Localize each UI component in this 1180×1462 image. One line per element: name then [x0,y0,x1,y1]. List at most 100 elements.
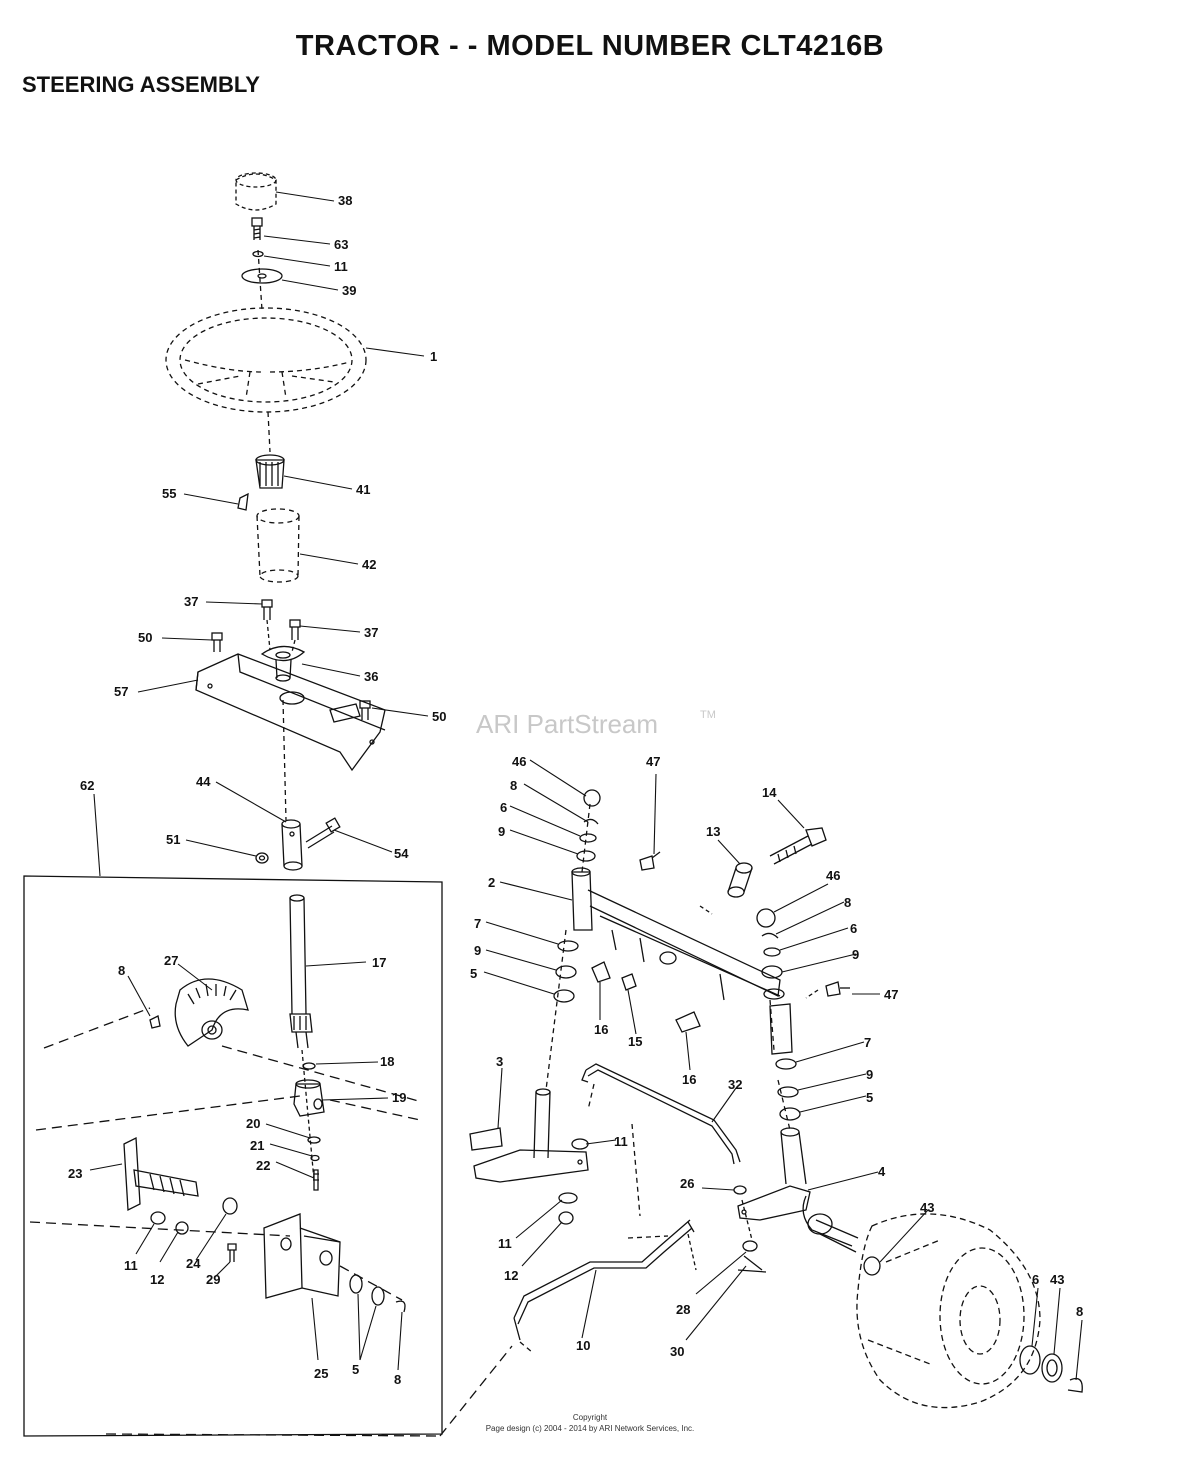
spindle-left-3 [469,1088,589,1183]
clip-8-right [761,932,779,939]
callout-43-inner: 43 [920,1200,934,1215]
nut-12-lower [558,1211,574,1225]
nut-51 [255,852,269,864]
callout-11-inset: 11 [124,1258,138,1273]
callout-32: 32 [728,1077,742,1092]
callout-55: 55 [162,486,176,501]
copyright-notice: Page design (c) 2004 - 2014 by ARI Netwo… [485,1424,695,1433]
callout-12-lower: 12 [504,1268,518,1283]
roll-pin-55 [237,492,249,511]
callout-44: 44 [196,774,211,789]
callout-8-left: 8 [510,778,517,793]
callout-21: 21 [250,1138,264,1153]
cap-46-right [756,908,776,928]
bushing-36 [260,645,306,682]
callout-28: 28 [676,1302,690,1317]
callout-5-inset: 5 [352,1362,359,1377]
callout-9b-left: 9 [474,943,481,958]
washer-11-inset [150,1211,166,1225]
callout-17: 17 [372,955,386,970]
clip-8 [149,1015,161,1029]
washer-5-a [349,1274,363,1294]
callout-16-a: 16 [594,1022,608,1037]
callout-23: 23 [68,1166,82,1181]
washer-7-right [775,1058,797,1070]
callout-11-spindle: 11 [614,1134,628,1149]
section-title: STEERING ASSEMBLY [22,72,260,97]
zerk-47-right [825,981,850,997]
washer-9b-left [555,965,577,979]
hub-adapter-41 [255,454,285,489]
callout-18: 18 [380,1054,394,1069]
washer-9c-right [763,988,785,1000]
nut-26 [733,1185,747,1195]
bolt-63 [251,217,263,240]
callout-36: 36 [364,669,378,684]
bolt-37-left [261,599,273,620]
washer-6-hub [1019,1345,1041,1375]
washer-5-right [779,1107,801,1121]
washer-11-right [571,1138,589,1150]
callout-14: 14 [762,785,777,800]
callout-6-hub: 6 [1032,1272,1039,1287]
callout-50-left: 50 [138,630,152,645]
washer-9-left [576,850,596,862]
pivot-block-19 [293,1079,325,1117]
washer-28 [742,1240,758,1252]
callout-6-left: 6 [500,800,507,815]
callout-8-right: 8 [844,895,851,910]
washer-20 [307,1136,321,1144]
pivot-bolt-14 [769,827,827,865]
callout-13: 13 [706,824,720,839]
callout-15: 15 [628,1034,642,1049]
callout-9d-right: 9 [866,1067,873,1082]
clip-8-inset [395,1300,406,1313]
callout-labels: 38 63 11 39 1 41 55 42 37 37 50 36 57 50… [68,193,1083,1387]
callout-19: 19 [392,1090,406,1105]
callout-29: 29 [206,1272,220,1287]
callout-47-right: 47 [884,987,898,1002]
steering-shaft-17 [289,894,313,1049]
spindle-right-4 [737,1127,859,1253]
drag-link-32 [581,1063,741,1165]
callout-2: 2 [488,875,495,890]
callout-39: 39 [342,283,356,298]
callout-11-lower: 11 [498,1236,512,1251]
shaft-44 [281,819,303,871]
callout-9-left: 9 [498,824,505,839]
dash-bracket-57 [195,653,386,772]
callout-8-gear: 8 [118,963,125,978]
support-bracket-25 [263,1213,341,1299]
bolt-29 [227,1243,237,1262]
callout-63: 63 [334,237,348,252]
axle-bushing-13 [727,862,753,898]
watermark-tm: TM [700,709,716,721]
zerk-47-left [639,851,661,871]
callout-62: 62 [80,778,94,793]
callout-3: 3 [496,1054,503,1069]
callout-43-outer: 43 [1050,1272,1064,1287]
washer-43-inner [863,1256,881,1276]
steering-wheel-1 [165,307,367,413]
sector-gear-27 [174,978,249,1047]
callout-27: 27 [164,953,178,968]
callout-41: 41 [356,482,370,497]
callout-51: 51 [166,832,180,847]
washer-21 [310,1154,320,1162]
callout-16-b: 16 [682,1072,696,1087]
page-title: TRACTOR - - MODEL NUMBER CLT4216B [295,30,885,62]
nut-15 [621,973,637,991]
washer-5-left [553,989,575,1003]
clip-8-left [583,818,599,825]
cap-38 [235,172,277,211]
callout-5-right: 5 [866,1090,873,1105]
callout-54: 54 [394,846,409,861]
callout-4: 4 [878,1164,886,1179]
callout-7-left: 7 [474,916,481,931]
callout-46-right: 46 [826,868,840,883]
callout-20: 20 [246,1116,260,1131]
bolt-54 [305,817,341,849]
washer-11-lower [558,1192,578,1204]
copyright-line: Copyright [572,1413,608,1422]
